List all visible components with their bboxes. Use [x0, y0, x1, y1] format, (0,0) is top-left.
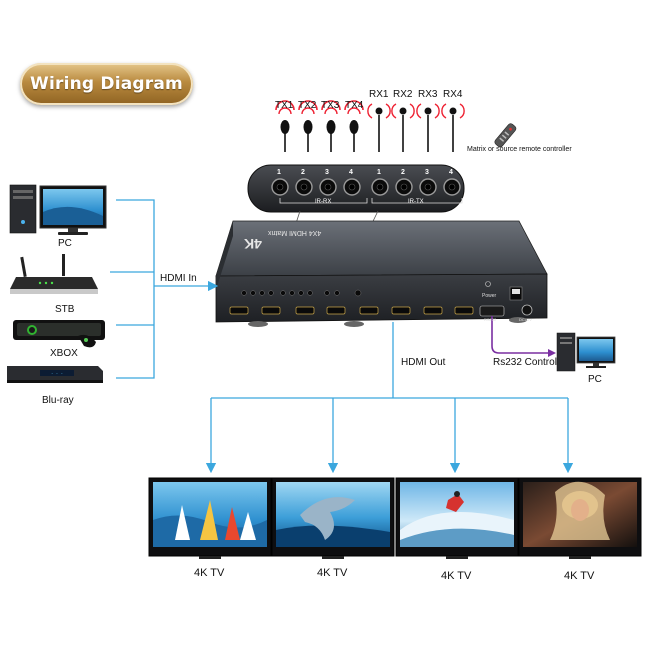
ir-rx-cables — [367, 103, 465, 152]
hdmi-port — [391, 306, 411, 315]
tv-4-icon — [518, 477, 642, 559]
power-led-icon — [485, 281, 491, 287]
hdmi-port — [359, 306, 379, 315]
hdmi-in-label: HDMI In — [160, 273, 197, 284]
hdmi-port — [229, 306, 249, 315]
tv-3-icon — [395, 477, 519, 559]
wiring-diagram-title: Wiring Diagram — [20, 63, 193, 105]
control-pc-label: PC — [588, 374, 602, 385]
rs232-wiring — [491, 316, 556, 357]
rx2-label: RX2 — [393, 89, 413, 100]
dc-port-label: DC12V — [519, 317, 532, 322]
hdmi-ports — [229, 306, 474, 315]
rx3-label: RX3 — [418, 89, 438, 100]
ir-tx-2 — [298, 100, 318, 152]
ir-jack-port — [295, 178, 313, 196]
tx2-label: TX2 — [298, 100, 317, 111]
ir-jack-port — [371, 178, 389, 196]
device-foot — [248, 321, 268, 327]
tx1-label: TX1 — [275, 100, 294, 111]
device-brand-label: 4K — [244, 236, 262, 252]
ir-tx-4 — [344, 100, 364, 152]
tv-label-4: 4K TV — [564, 570, 595, 582]
ir-tx-3 — [321, 100, 341, 152]
hdmi-out-label: HDMI Out — [401, 357, 446, 368]
ir-panel-zoom — [247, 164, 465, 213]
hdmi-out-wiring — [205, 322, 574, 474]
tx3-label: TX3 — [321, 100, 340, 111]
source-label-stb: STB — [55, 304, 75, 315]
title-text: Wiring Diagram — [30, 74, 183, 94]
dc-jack — [521, 304, 533, 316]
power-label: Power — [482, 293, 497, 299]
device-foot — [509, 317, 527, 323]
ir-jack-port — [271, 178, 289, 196]
device-foot — [344, 321, 364, 327]
ir-rx-1 — [367, 103, 391, 152]
rs232-control-label: Rs232 Control — [493, 357, 557, 368]
ir-panel-number: 4 — [349, 169, 353, 176]
ir-jack-port — [419, 178, 437, 196]
stb-source-icon — [10, 254, 98, 294]
ir-panel-number: 1 — [277, 169, 281, 176]
rs232-port — [479, 305, 505, 317]
bluray-source-icon: - - - — [7, 366, 103, 383]
source-label-bluray: Blu-ray — [42, 395, 74, 406]
hdmi-matrix-device — [215, 220, 548, 327]
tv-label-1: 4K TV — [194, 567, 225, 579]
ir-panel-number: 2 — [301, 169, 305, 176]
tv-label-3: 4K TV — [441, 570, 472, 582]
hdmi-port — [326, 306, 346, 315]
ir-jack-port — [343, 178, 361, 196]
rx1-label: RX1 — [369, 89, 389, 100]
remote-control-icon — [494, 123, 517, 148]
hdmi-in-wiring — [110, 199, 219, 379]
ir-panel-number: 1 — [377, 169, 381, 176]
remote-controller-label: Matrix or source remote controller — [467, 146, 572, 153]
hdmi-port — [261, 306, 281, 315]
ir-rx-3 — [416, 103, 440, 152]
hdmi-port — [454, 306, 474, 315]
source-label-xbox: XBOX — [50, 348, 78, 359]
ir-panel-number: 3 — [325, 169, 329, 176]
ir-tx-cables — [275, 100, 364, 152]
rx4-label: RX4 — [443, 89, 463, 100]
tv-2-icon — [271, 477, 395, 559]
ir-rx-2 — [391, 103, 415, 152]
xbox-source-icon — [13, 320, 105, 348]
ir-rx-group-label: IR-RX — [315, 199, 332, 205]
pc-source-icon — [9, 184, 107, 235]
control-pc-icon — [556, 332, 616, 372]
tx4-label: TX4 — [345, 100, 364, 111]
tv-label-2: 4K TV — [317, 567, 348, 579]
source-label-pc: PC — [58, 238, 72, 249]
device-model-label: 4X4 HDMI Matrix — [268, 229, 322, 236]
front-ir-ports — [241, 289, 362, 297]
ir-jack-port — [395, 178, 413, 196]
rs232-port-label: RS232 — [484, 317, 497, 322]
ir-jack-port — [319, 178, 337, 196]
ir-panel-number: 3 — [425, 169, 429, 176]
tv-1-icon — [148, 477, 272, 559]
ir-panel-number: 2 — [401, 169, 405, 176]
ir-tx-1 — [275, 100, 295, 152]
power-switch-rocker — [512, 289, 520, 294]
hdmi-port — [423, 306, 443, 315]
ir-rx-4 — [441, 103, 465, 152]
svg-text:- - -: - - - — [51, 371, 63, 376]
ir-panel-number: 4 — [449, 169, 453, 176]
hdmi-port — [295, 306, 315, 315]
ir-jack-port — [443, 178, 461, 196]
ir-tx-group-label: IR-TX — [408, 199, 424, 205]
